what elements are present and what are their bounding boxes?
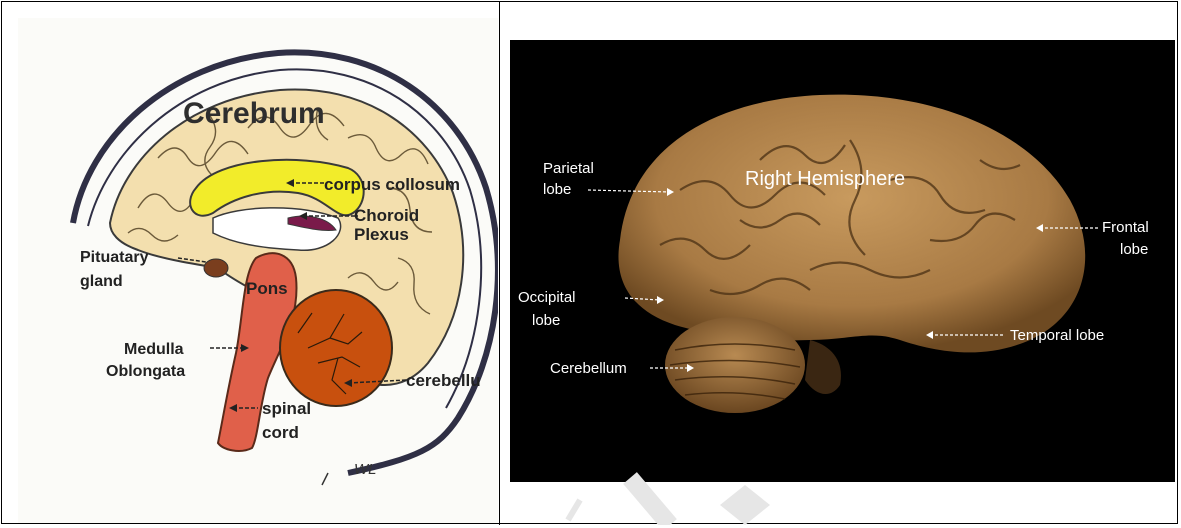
label-cerebellum-photo: Cerebellum [550,360,627,377]
label-temporal-lobe: Temporal lobe [1010,327,1104,344]
sagittal-brain-diagram: Cerebrum corpus collosum Choroid Plexus … [18,18,498,523]
cell-divider [499,2,500,525]
label-cerebellum: cerebellu [406,371,481,390]
brain-photo-svg: Right Hemisphere Parietal lobe Frontal l… [510,40,1175,482]
label-parietal-lobe: lobe [543,181,571,198]
watermark-shapes [560,470,790,525]
cerebellum-region [280,290,392,406]
label-spinal: spinal [262,399,311,418]
signature: WL [354,461,377,478]
label-frontal-lobe: lobe [1120,241,1148,258]
label-corpus-collosum: corpus collosum [324,175,460,194]
label-medulla: Medulla [124,341,184,358]
pituitary-gland-region [204,259,228,277]
label-right-hemisphere: Right Hemisphere [745,168,905,190]
watermark-stroke-1 [568,500,580,520]
watermark-stroke-2 [630,478,670,525]
watermark-diamond [720,485,770,525]
label-cord: cord [262,423,299,442]
label-occipital-lobe: lobe [532,312,560,329]
label-frontal: Frontal [1102,219,1149,236]
label-oblongata: Oblongata [106,363,185,380]
label-pituatary: Pituatary [80,249,149,266]
label-plexus: Plexus [354,225,409,244]
label-gland: gland [80,273,123,290]
label-occipital: Occipital [518,289,576,306]
brain-photo: Right Hemisphere Parietal lobe Frontal l… [510,40,1175,482]
sagittal-diagram-svg: Cerebrum corpus collosum Choroid Plexus … [18,18,498,523]
label-parietal: Parietal [543,160,594,177]
label-cerebrum: Cerebrum [183,97,325,130]
label-choroid: Choroid [354,206,419,225]
label-pons: Pons [246,279,288,298]
